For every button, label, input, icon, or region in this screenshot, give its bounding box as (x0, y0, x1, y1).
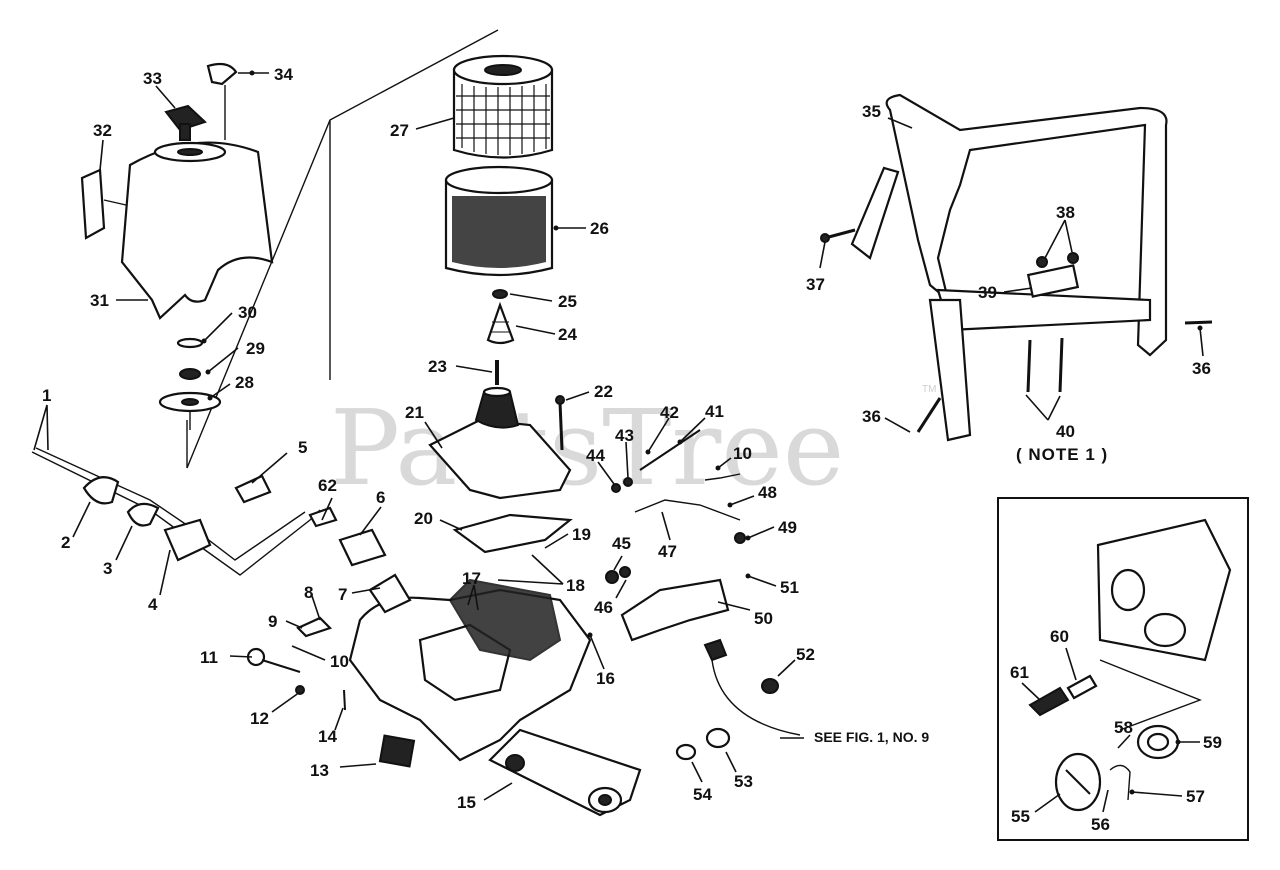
callout-56: 56 (1091, 815, 1110, 834)
callout-51: 51 (780, 578, 799, 597)
callout-42: 42 (660, 403, 679, 422)
callout-36-right: 36 (1192, 359, 1211, 378)
watermark-trademark: TM (922, 384, 936, 395)
callout-10-right: 10 (733, 444, 752, 463)
callout-16: 16 (596, 669, 615, 688)
callout-27: 27 (390, 121, 409, 140)
callout-26: 26 (590, 219, 609, 238)
callout-53: 53 (734, 772, 753, 791)
callout-15: 15 (457, 793, 476, 812)
callout-37: 37 (806, 275, 825, 294)
callout-11: 11 (200, 648, 218, 667)
callout-19: 19 (572, 525, 591, 544)
callout-48: 48 (758, 483, 777, 502)
callout-2: 2 (61, 533, 70, 552)
callout-24: 24 (558, 325, 577, 344)
callout-31: 31 (90, 291, 109, 310)
callout-1: 1 (42, 386, 51, 405)
leader-lines (33, 72, 1204, 813)
callout-38: 38 (1056, 203, 1075, 222)
callout-17: 17 (462, 569, 481, 588)
callout-55: 55 (1011, 807, 1030, 826)
callout-34: 34 (274, 65, 293, 84)
callout-32: 32 (93, 121, 112, 140)
callout-59: 59 (1203, 733, 1222, 752)
callout-22: 22 (594, 382, 613, 401)
callout-5: 5 (298, 438, 307, 457)
callout-47: 47 (658, 542, 677, 561)
callout-29: 29 (246, 339, 265, 358)
watermark: PartsTree (330, 387, 844, 509)
callout-50: 50 (754, 609, 773, 628)
callout-49: 49 (778, 518, 797, 537)
callout-33: 33 (143, 69, 162, 88)
callout-52: 52 (796, 645, 815, 664)
callout-60: 60 (1050, 627, 1069, 646)
callout-18: 18 (566, 576, 585, 595)
callout-23: 23 (428, 357, 447, 376)
callout-21: 21 (405, 403, 424, 422)
callout-57: 57 (1186, 787, 1205, 806)
callout-25: 25 (558, 292, 577, 311)
callout-40: 40 (1056, 422, 1075, 441)
callout-8: 8 (304, 583, 313, 602)
callout-7: 7 (338, 585, 347, 604)
callout-6: 6 (376, 488, 385, 507)
reference-note: SEE FIG. 1, NO. 9 (814, 729, 929, 745)
callout-14: 14 (318, 727, 337, 746)
callout-61: 61 (1010, 663, 1029, 682)
callout-10-left: 10 (330, 652, 349, 671)
callout-45: 45 (612, 534, 631, 553)
parts-illustration (31, 29, 1249, 841)
callout-62: 62 (318, 476, 337, 495)
callout-12: 12 (250, 709, 269, 728)
callout-58: 58 (1114, 718, 1133, 737)
callout-20: 20 (414, 509, 433, 528)
callout-9: 9 (268, 612, 277, 631)
leader-dots (201, 70, 1203, 795)
callout-44: 44 (586, 446, 605, 465)
callout-36-left: 36 (862, 407, 881, 426)
callout-43: 43 (615, 426, 634, 445)
callout-54: 54 (693, 785, 712, 804)
callout-13: 13 (310, 761, 329, 780)
callout-4: 4 (148, 595, 158, 614)
callout-3: 3 (103, 559, 112, 578)
callout-46: 46 (594, 598, 613, 617)
callout-39: 39 (978, 283, 997, 302)
callout-labels: 1 2 3 4 5 6 7 8 9 10 10 11 12 13 14 15 1… (42, 65, 1222, 834)
callout-30: 30 (238, 303, 257, 322)
note-label: ( NOTE 1 ) (1016, 445, 1108, 464)
callout-28: 28 (235, 373, 254, 392)
callout-41: 41 (705, 402, 724, 421)
callout-35: 35 (862, 102, 881, 121)
